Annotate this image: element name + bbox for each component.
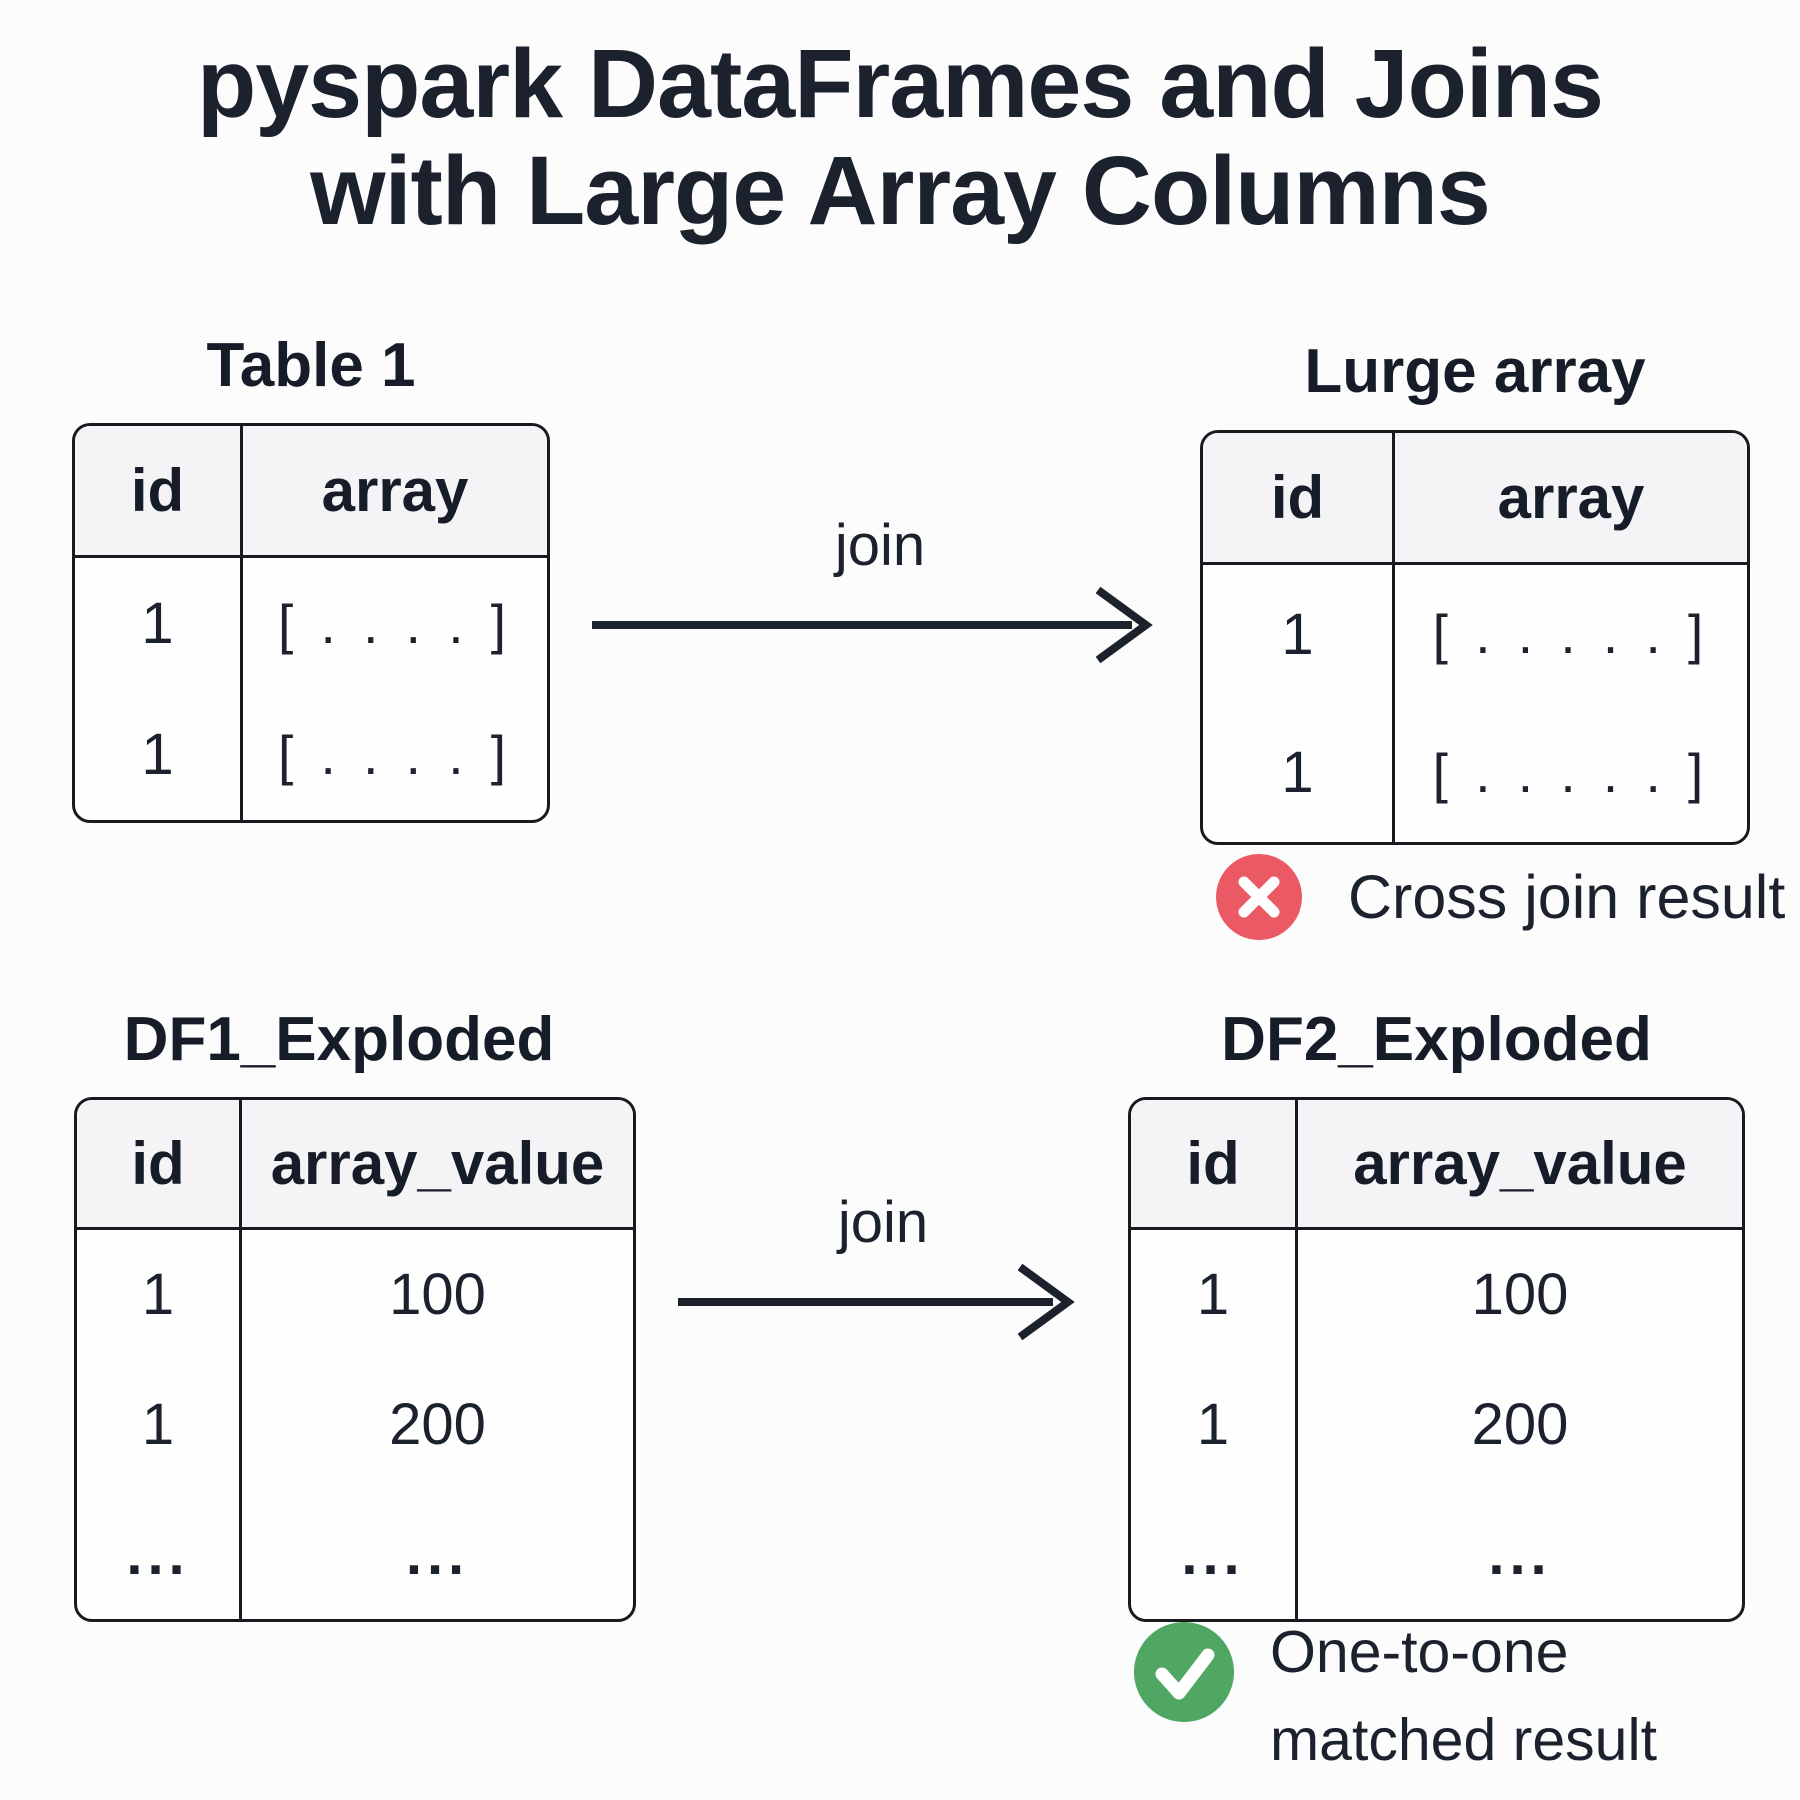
- table-cell: 1: [77, 1230, 242, 1360]
- table-cell: 1: [1203, 703, 1395, 842]
- table-cell: [ . . . . ]: [277, 592, 513, 655]
- table-cell: ...: [1131, 1489, 1298, 1619]
- join-label-bottom: join: [837, 1190, 929, 1255]
- page-title: pyspark DataFrames and Joins with Large …: [0, 30, 1800, 244]
- check-icon: [1155, 1648, 1215, 1700]
- table-cell: 1: [1203, 565, 1395, 704]
- large-array-header-array: array: [1395, 433, 1747, 565]
- table-cell: ...: [77, 1489, 242, 1619]
- join-arrow-top: [592, 586, 1153, 664]
- table-cell: 100: [389, 1262, 486, 1328]
- table-cell: 100: [1471, 1262, 1569, 1328]
- table-cell: 1: [75, 689, 243, 820]
- join-label-top: join: [834, 513, 926, 578]
- table-cell: ...: [1488, 1521, 1552, 1587]
- table-cell: 1: [1131, 1359, 1298, 1490]
- large-array-header-id: id: [1203, 433, 1395, 565]
- join-arrow-bottom: [678, 1263, 1075, 1341]
- large-array-table: id array 1 [ . . . . . ] 1 [ . . . . . ]: [1200, 430, 1750, 845]
- df1-exploded-table: id array_value 1 100 1 200 ... ...: [74, 1097, 636, 1622]
- table-cell: 200: [389, 1391, 486, 1457]
- table-cell: 1: [75, 558, 243, 689]
- table1: id array 1 [ . . . . ] 1 [ . . . . ]: [72, 423, 550, 823]
- cross-icon: [1238, 876, 1280, 918]
- table-cell: 200: [1471, 1391, 1569, 1457]
- df1-header-id: id: [77, 1100, 242, 1230]
- cross-status-badge: [1216, 854, 1302, 940]
- page-title-line2: with Large Array Columns: [310, 136, 1491, 245]
- table1-caption: Table 1: [206, 331, 416, 400]
- df2-exploded-table: id array_value 1 100 1 200 ... ...: [1128, 1097, 1745, 1622]
- check-status-label-line1: One-to-one: [1270, 1619, 1569, 1685]
- df1-header-array-value: array_value: [242, 1100, 633, 1230]
- page-title-line1: pyspark DataFrames and Joins: [196, 29, 1604, 138]
- table-cell: ...: [405, 1521, 470, 1587]
- table-cell: 1: [1131, 1230, 1298, 1360]
- cross-status-label: Cross join result: [1348, 863, 1786, 931]
- check-status-label: One-to-one matched result: [1270, 1608, 1657, 1784]
- table-cell: [ . . . . . ]: [1432, 603, 1710, 666]
- table1-header-array: array: [243, 426, 547, 558]
- table1-header-id: id: [75, 426, 243, 558]
- table-cell: 1: [77, 1359, 242, 1490]
- df1-exploded-caption: DF1_Exploded: [123, 1005, 555, 1074]
- table-cell: [ . . . . . ]: [1432, 741, 1710, 804]
- check-status-label-line2: matched result: [1270, 1707, 1657, 1773]
- df2-header-array-value: array_value: [1298, 1100, 1742, 1230]
- df2-exploded-caption: DF2_Exploded: [1221, 1005, 1652, 1074]
- check-status-badge: [1134, 1622, 1234, 1722]
- df2-header-id: id: [1131, 1100, 1298, 1230]
- table-cell: [ . . . . ]: [277, 723, 513, 786]
- large-array-table-caption: Lurge array: [1304, 337, 1646, 406]
